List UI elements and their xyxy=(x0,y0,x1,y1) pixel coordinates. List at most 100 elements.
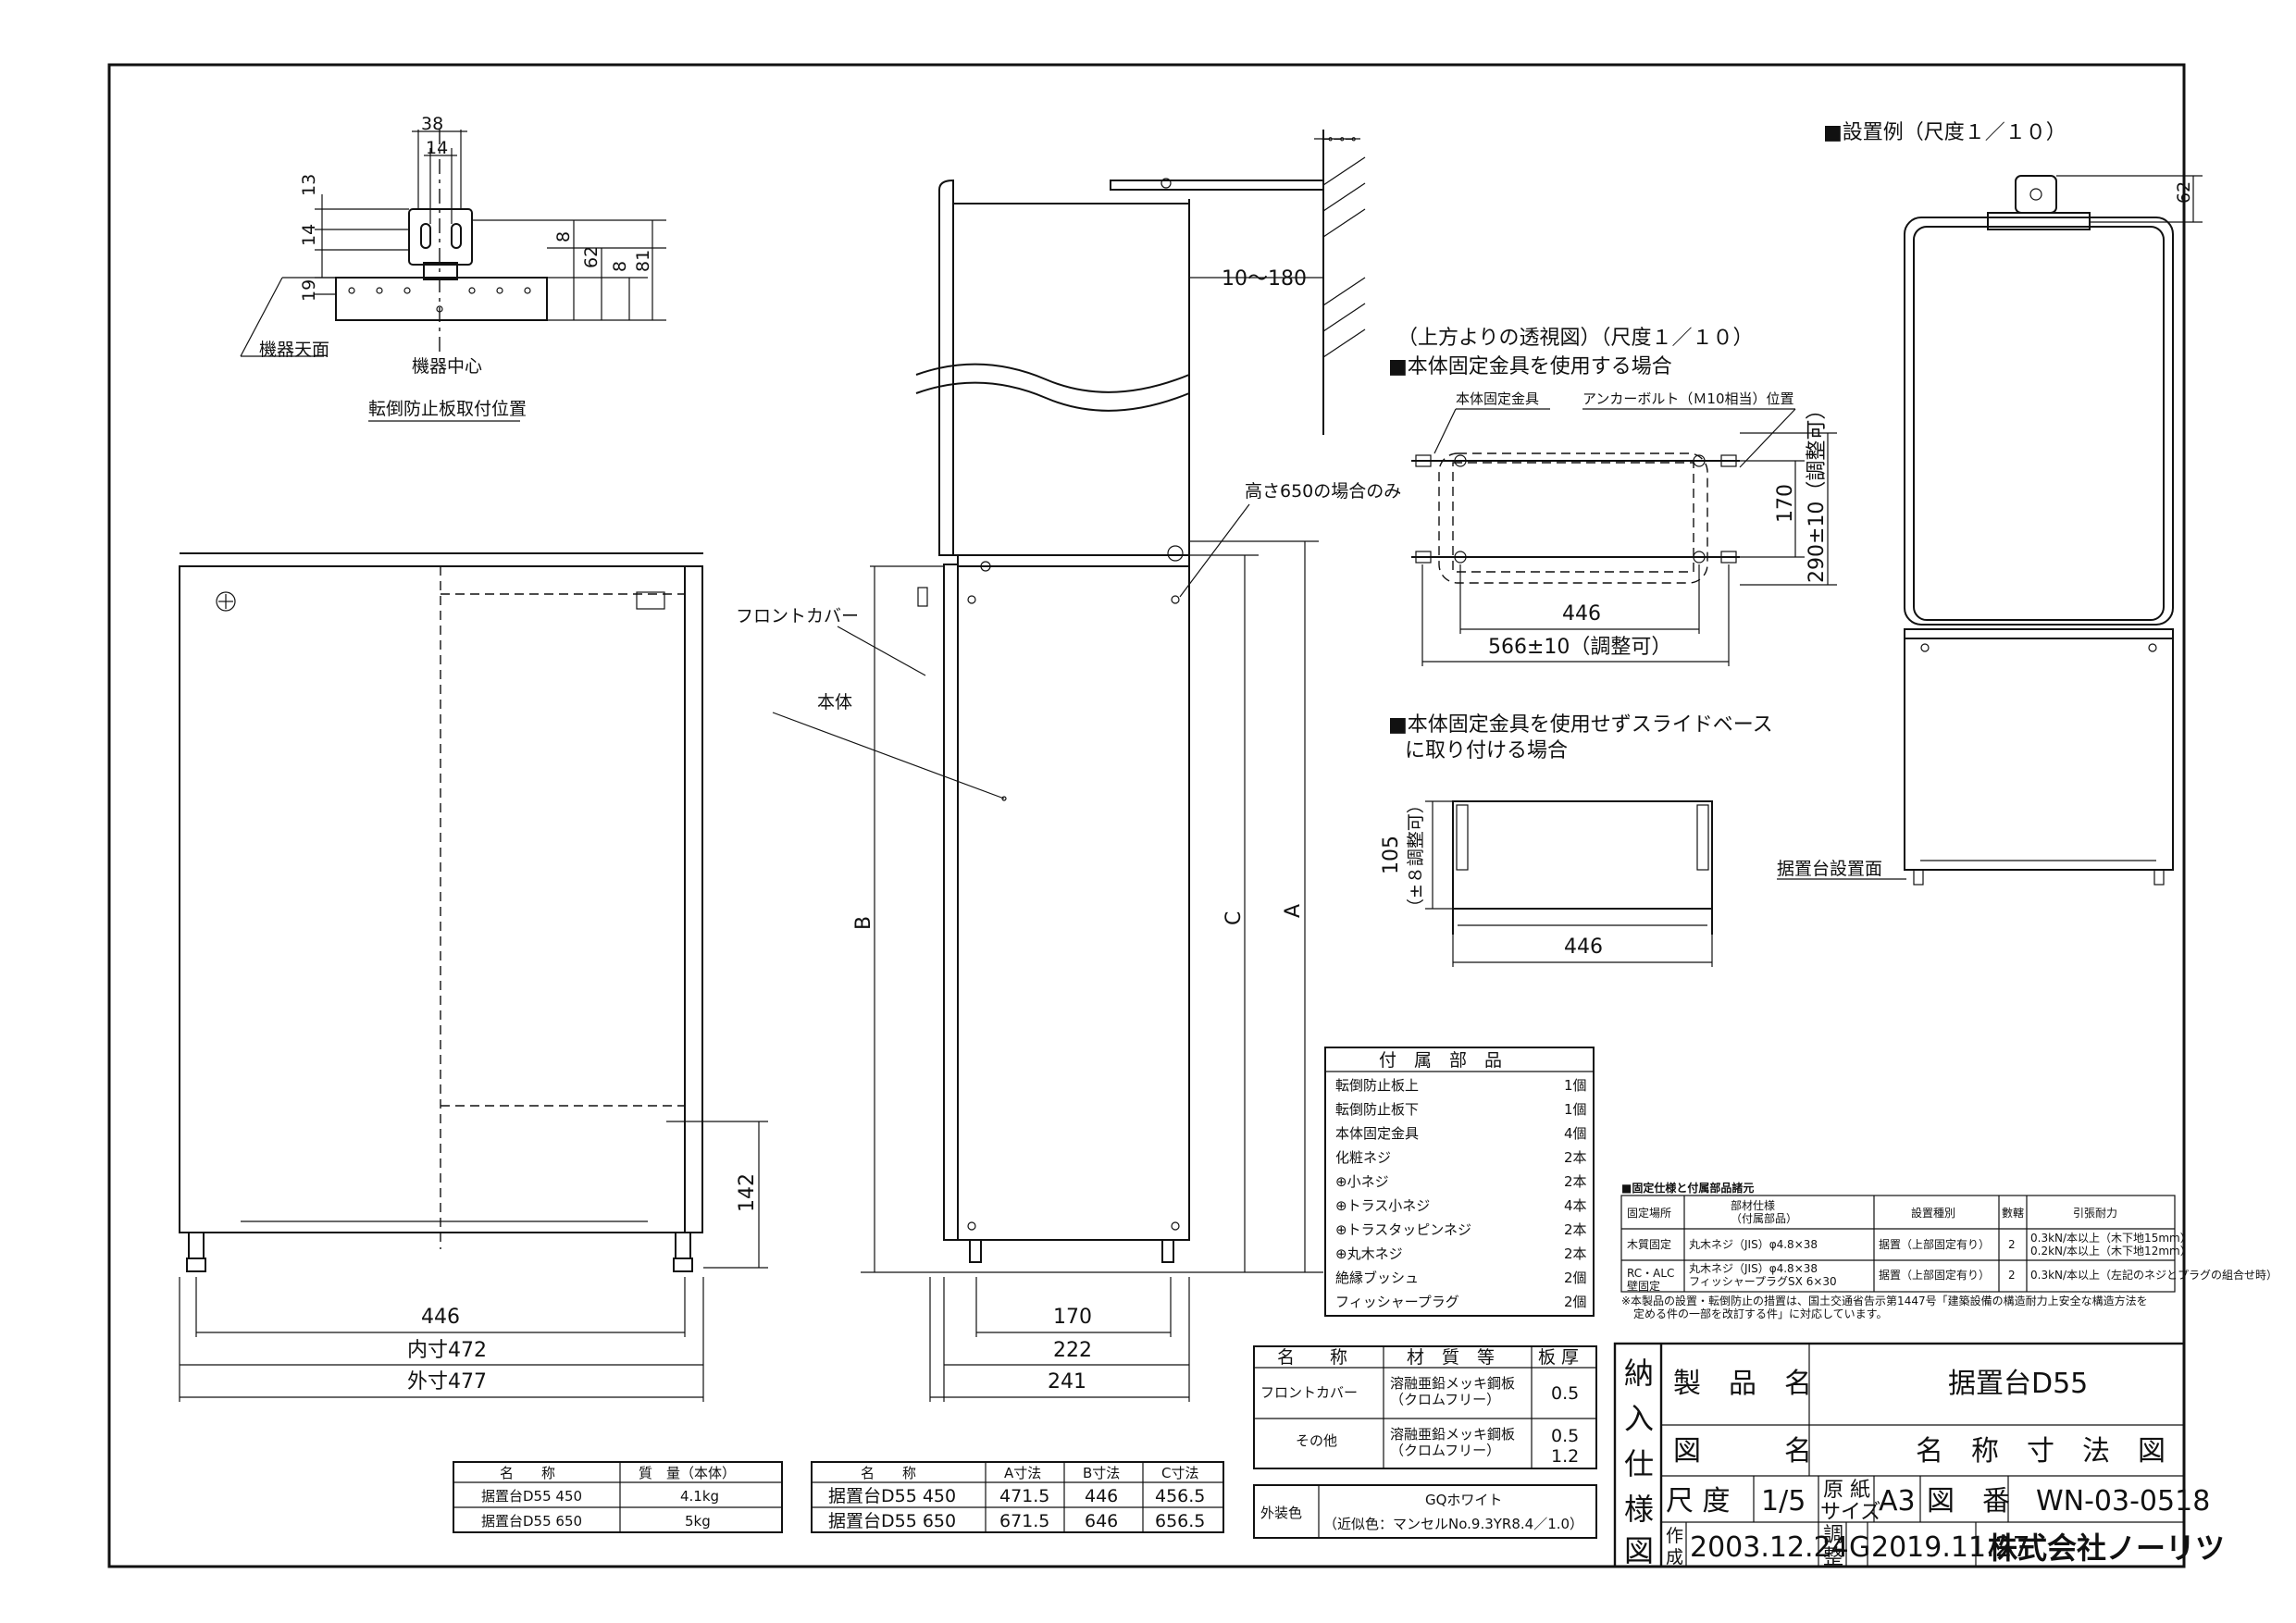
mass-cell: 据置台D55 650 xyxy=(481,1513,582,1530)
product-name-label: 製 品 名 xyxy=(1673,1368,1812,1400)
accessory-name: ⊕丸木ネジ xyxy=(1335,1245,1403,1262)
dim-table-header: 名 称 xyxy=(861,1465,916,1481)
material-row-material: 溶融亜鉛メッキ鋼板（クロムフリー） xyxy=(1390,1426,1515,1458)
material-table: 名 称 材 質 等 板 厚 フロントカバー 溶融亜鉛メッキ鋼板（クロムフリー） … xyxy=(1253,1345,1597,1539)
scale-value: 1/5 xyxy=(1761,1485,1806,1518)
plan-view: （上方よりの透視図）（尺度１／１０） ■本体固定金具を使用する場合 本体固定金具… xyxy=(1388,327,1837,666)
front-view: 446 内寸472 外寸477 142 xyxy=(179,552,768,1402)
plan-title-2: ■本体固定金具を使用する場合 xyxy=(1388,355,1672,378)
note-height-650-only: 高さ650の場合のみ xyxy=(1245,481,1401,502)
fixing-note-1: ※本製品の設置・転倒防止の措置は、国土交通省告示第1447号「建築設備の構造耐力… xyxy=(1621,1294,2148,1307)
fixing-cell: 2 xyxy=(2008,1269,2016,1282)
revised-label: 調 xyxy=(1823,1524,1843,1547)
fixing-cell: 2 xyxy=(2008,1238,2016,1251)
accessory-name: 転倒防止板下 xyxy=(1335,1101,1419,1118)
material-header-name: 名 称 xyxy=(1277,1347,1347,1368)
mass-cell: 4.1kg xyxy=(680,1488,719,1505)
accessory-name: フィッシャープラグ xyxy=(1335,1294,1459,1310)
title-side-char: 様 xyxy=(1624,1492,1654,1527)
label-unit-center: 機器中心 xyxy=(412,356,482,377)
fixing-cell: 据置（上部固定有り） xyxy=(1879,1237,1990,1251)
accessory-name: 本体固定金具 xyxy=(1335,1125,1419,1142)
label-unit-top: 機器天面 xyxy=(259,340,329,360)
fixing-header-strength: 引張耐力 xyxy=(2073,1207,2117,1220)
dim-letter-b: B xyxy=(852,916,875,930)
accessory-name: 転倒防止板上 xyxy=(1335,1077,1419,1094)
revised-label-2: 整 xyxy=(1823,1546,1843,1569)
fixing-header-spec: 部材仕様（付属部品） xyxy=(1731,1198,1797,1225)
accessory-qty: 2個 xyxy=(1564,1270,1587,1286)
plan-title-1: （上方よりの透視図）（尺度１／１０） xyxy=(1397,327,1754,350)
accessory-qty: 2本 xyxy=(1564,1245,1587,1262)
fixing-cell: 0.3kN/本以上（木下地15mm）0.2kN/本以上（木下地12mm） xyxy=(2030,1232,2191,1258)
fixing-header-type: 設置種別 xyxy=(1911,1206,1955,1220)
drawing-name-label: 図 名 xyxy=(1673,1435,1812,1468)
dim-install-62: 62 xyxy=(2174,181,2194,204)
mass-cell: 据置台D55 450 xyxy=(481,1488,582,1505)
dim-plan-290: 290±10（調整可） xyxy=(1806,400,1829,583)
product-name: 据置台D55 xyxy=(1948,1368,2088,1400)
dim-plan-566: 566±10（調整可） xyxy=(1488,636,1671,659)
company-name: 株式会社ノーリツ xyxy=(1988,1530,2225,1566)
accessory-qty: 2本 xyxy=(1564,1221,1587,1238)
drawing-number-label: 図 番 xyxy=(1927,1485,2010,1518)
dim-142: 142 xyxy=(736,1173,759,1212)
label-front-cover: フロントカバー xyxy=(736,606,859,626)
dim-table-cell: 446 xyxy=(1085,1486,1118,1506)
accessory-name: 化粧ネジ xyxy=(1335,1149,1391,1166)
install-title: ■設置例（尺度１／１０） xyxy=(1823,121,2066,144)
dim-table-cell: 656.5 xyxy=(1155,1511,1205,1531)
accessory-name: ⊕小ネジ xyxy=(1335,1173,1389,1190)
fixing-note-2: 定める件の一部を改訂する件」に対応しています。 xyxy=(1633,1307,1887,1320)
dim-side-170: 170 xyxy=(1053,1306,1092,1329)
dim-table-cell: 471.5 xyxy=(999,1486,1049,1506)
accessory-qty: 2本 xyxy=(1564,1173,1587,1190)
created-label-2: 成 xyxy=(1666,1547,1683,1567)
dim-38: 38 xyxy=(421,114,443,134)
dim-8-a: 8 xyxy=(553,231,574,242)
dim-slide-105-note: （±８調整可） xyxy=(1406,796,1426,916)
slide-title-2: に取り付ける場合 xyxy=(1405,739,1568,762)
accessories-rows: 転倒防止板上 1個 転倒防止板下 1個 本体固定金具 4個 化粧ネジ 2本 ⊕小… xyxy=(1335,1077,1587,1310)
accessories-table: 付 属 部 品 転倒防止板上 1個 転倒防止板下 1個 本体固定金具 4個 化粧… xyxy=(1324,1047,1595,1317)
fixing-cell: 木質固定 xyxy=(1627,1237,1671,1251)
dim-slide-105: 105 xyxy=(1380,836,1403,874)
dim-plan-446: 446 xyxy=(1562,602,1601,626)
dim-inner-472: 内寸472 xyxy=(407,1339,487,1362)
title-block: 納 入 仕 様 図 製 品 名 据置台D55 図 名 名 称 寸 法 図 尺 度… xyxy=(1613,1342,2225,1569)
install-example-view: ■設置例（尺度１／１０） 62 据置台設置面 xyxy=(1777,121,2203,886)
fixing-cell: 据置（上部固定有り） xyxy=(1879,1268,1990,1282)
slide-base-view: ■本体固定金具を使用せずスライドベース に取り付ける場合 105 （±８調整可）… xyxy=(1380,713,1773,967)
fixing-spec-title: ■固定仕様と付属部品諸元 xyxy=(1621,1181,1754,1195)
dim-table-cell: 646 xyxy=(1085,1511,1118,1531)
caption-bracket-position: 転倒防止板取付位置 xyxy=(368,399,527,419)
title-side-char: 納 xyxy=(1624,1356,1654,1391)
paper-size-value: A3 xyxy=(1879,1485,1916,1518)
fixing-header-count: 數轄 xyxy=(2002,1206,2024,1220)
material-row-material: 溶融亜鉛メッキ鋼板（クロムフリー） xyxy=(1390,1375,1515,1407)
material-row-name: フロントカバー xyxy=(1260,1384,1358,1401)
dim-8-b: 8 xyxy=(610,261,630,272)
dim-wall-gap: 10～180 xyxy=(1222,267,1307,291)
mass-cell: 5kg xyxy=(685,1513,711,1530)
dim-side-222: 222 xyxy=(1053,1339,1092,1362)
dim-table-cell: 456.5 xyxy=(1155,1486,1205,1506)
title-side-char: 図 xyxy=(1624,1533,1654,1568)
label-anchor-bolt: アンカーボルト（Ｍ10相当）位置 xyxy=(1582,390,1794,407)
revision-mark: G xyxy=(1849,1531,1870,1564)
dim-letter-a: A xyxy=(1282,904,1305,918)
drawing-number: WN-03-0518 xyxy=(2036,1485,2210,1518)
dim-table-cell: 据置台D55 650 xyxy=(828,1511,956,1531)
fixing-spec-table: ■固定仕様と付属部品諸元 固定場所 部材仕様（付属部品） 設置種別 數轄 引張耐… xyxy=(1620,1181,2277,1320)
dim-letter-c: C xyxy=(1222,911,1246,925)
accessory-name: ⊕トラス小ネジ xyxy=(1335,1197,1430,1214)
accessory-qty: 2個 xyxy=(1564,1294,1587,1310)
dimension-table: 名 称 A寸法 B寸法 C寸法 据置台D55 450 471.5 446 456… xyxy=(811,1461,1224,1533)
accessory-name: ⊕トラスタッピンネジ xyxy=(1335,1221,1471,1238)
accessory-name: 絶縁ブッシュ xyxy=(1335,1270,1419,1286)
created-date: 2003.12.24 xyxy=(1690,1531,1849,1564)
label-body: 本体 xyxy=(817,692,852,712)
exterior-color-name: GQホワイト xyxy=(1425,1492,1502,1508)
material-header-thickness: 板 厚 xyxy=(1538,1347,1579,1368)
